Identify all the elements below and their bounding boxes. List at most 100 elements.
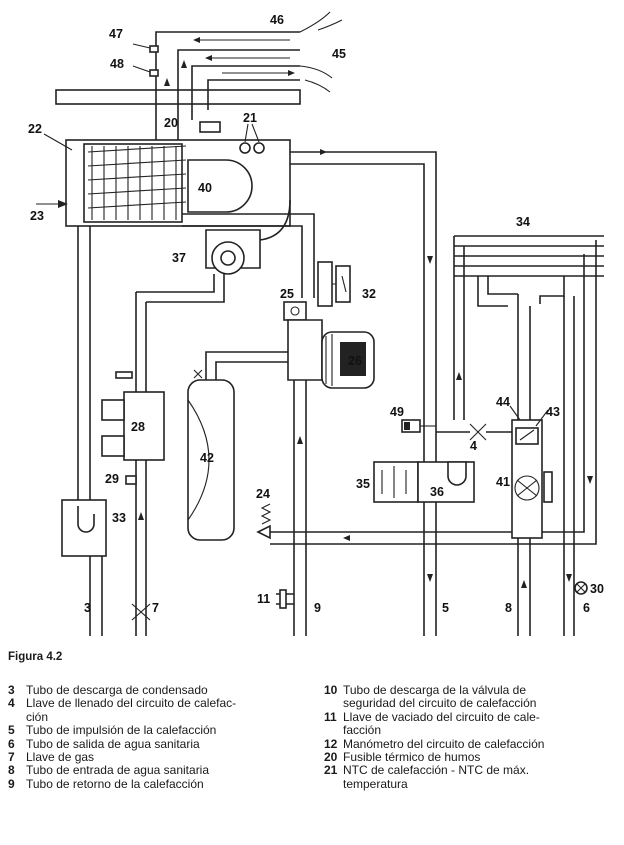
diverter-motor-35 [373,461,419,503]
pump-terminal [340,342,366,376]
flow-arrow-down-1 [427,256,433,264]
label-48: 48 [110,57,124,71]
legend-item: temperatura [343,776,408,791]
label-42: 42 [200,451,214,465]
flue-inner-pipe-bottom [207,79,300,110]
exchanger-left-riser [453,236,465,420]
pump-fins [325,334,333,386]
gas-valve-coil-top [101,399,125,421]
flow-sensor-needle [519,429,535,441]
ntc-sensor-left [239,142,251,154]
trap-siphon [77,506,95,533]
label-24: 24 [256,487,270,501]
dhw-out-arrow-down [566,574,572,582]
label-41: 41 [496,475,510,489]
pressure-gauge-30 [574,581,588,595]
label-22: 22 [28,122,42,136]
gas-valve-port [115,371,133,379]
flow-arrow-top [320,149,327,155]
pressure-switch-32a [317,261,333,307]
filling-tap-4 [469,423,487,441]
exhaust-plume-top [299,11,343,33]
pump-group [283,261,375,389]
label-21: 21 [243,111,257,125]
gas-test-point-29 [125,475,137,485]
flue-arrow-up-1 [164,78,170,86]
gas-to-fan-pipe [136,274,215,293]
ntc-leaders [244,123,260,143]
label-7: 7 [152,601,159,615]
bottom-return-line-inner [270,240,597,545]
label-6: 6 [583,601,590,615]
exhaust-plume-bottom [299,65,333,93]
safety-spring [260,503,272,525]
label-11: 11 [257,592,270,606]
gas-arrow-up [138,512,144,520]
sensor-leaders [132,43,151,73]
drain-tap-11-body [279,589,287,609]
flue-arrow-head-2 [205,55,212,61]
flow-switch-contact [543,471,553,503]
return-to-pump-inner [182,225,303,298]
heating-flow-pipe-5 [290,151,437,636]
label-30: 30 [590,582,604,596]
flue-assembly [55,11,343,140]
sensor-47 [149,45,159,53]
legend-item: facción [343,723,382,738]
return-to-pump [182,213,315,298]
flue-arrow-head-1 [193,37,200,43]
gas-tap-7 [131,603,151,621]
fan-hub [220,250,236,266]
label-4: 4 [470,439,477,453]
flue-outer-pipe-top [155,31,300,140]
flow-sensor-43 [515,427,539,445]
label-36: 36 [430,485,444,499]
burner-40 [187,159,253,213]
right-arrow-down [587,476,593,484]
label-20: 20 [164,116,178,130]
label-8: 8 [505,601,512,615]
label-44: 44 [496,395,510,409]
flow-turbine [514,475,540,501]
gauge-mark [576,583,586,593]
flue-inner-pipe-top [191,65,300,120]
label-26: 26 [348,354,362,368]
pressure-switch-32b [335,265,351,303]
heating-flow-pipe-5-inner [290,163,425,636]
label-3: 3 [84,601,91,615]
condensate-outlet-3 [89,556,103,636]
diverter-seat [447,461,467,486]
label-33: 33 [112,511,126,525]
legend-item: ción [26,709,49,724]
sensor-48 [149,69,159,77]
label-28: 28 [131,420,145,434]
safety-valve-24 [256,503,272,540]
air-vent-gauge [290,306,300,316]
expansion-vessel-42 [187,369,235,541]
vessel-membrane [187,399,210,521]
label-40: 40 [198,181,212,195]
trap-box [61,499,107,557]
dhw-outlet-link [539,276,565,304]
fan-duct [259,199,291,241]
flue-outer-pipe-bottom [177,49,300,140]
label-35: 35 [356,477,370,491]
label-37: 37 [172,251,186,265]
label-46: 46 [270,13,284,27]
exchanger-coil-area [83,143,183,223]
figure-caption: Figura 4.2 [8,651,63,663]
label-43: 43 [546,405,560,419]
label-25: 25 [280,287,294,301]
sensor-23-tip [58,200,68,208]
